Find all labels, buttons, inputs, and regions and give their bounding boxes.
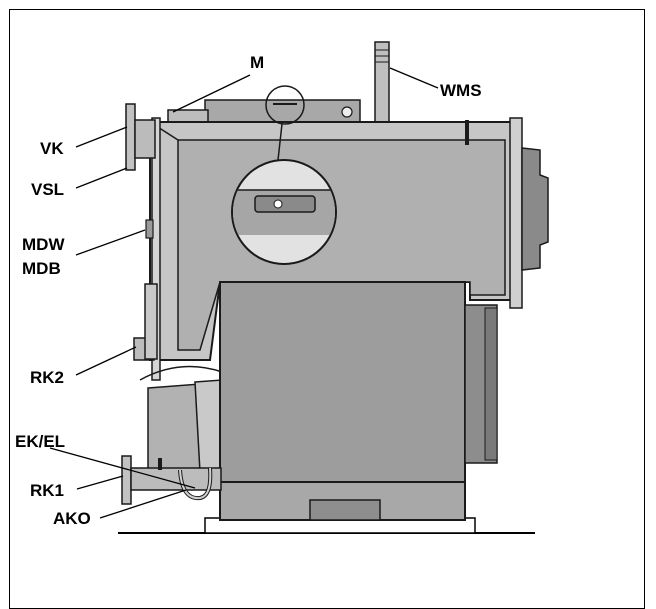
zoom-detail <box>231 159 337 265</box>
lower-left-housing <box>144 283 158 360</box>
lock-icon <box>341 106 353 118</box>
label-rk1: RK1 <box>30 481 64 500</box>
label-ek-el: EK/EL <box>15 432 65 451</box>
label-vk: VK <box>40 139 64 158</box>
base-handle <box>309 499 381 521</box>
leader-lines <box>49 67 439 519</box>
wms-sensor-rod <box>374 41 390 125</box>
label-vsl: VSL <box>31 180 64 199</box>
label-mdb: MDB <box>22 259 61 278</box>
right-flange <box>509 117 523 309</box>
burner-block-2 <box>194 379 223 473</box>
vk-pipe <box>134 119 156 159</box>
label-mdw: MDW <box>22 235 65 254</box>
vk-flange <box>125 103 136 171</box>
boiler-diagram: M WMS VK VSL MDW MDB RK2 EK/EL RK1 AKO <box>15 41 549 534</box>
label-rk2: RK2 <box>30 368 64 387</box>
mdw-switch <box>145 219 154 239</box>
rk1-pipe <box>130 467 222 491</box>
burner-arc <box>139 365 223 381</box>
rk1-flange <box>121 455 132 505</box>
front-casing <box>219 281 466 483</box>
right-end-cap <box>521 147 549 271</box>
label-m: M <box>250 53 264 72</box>
label-wms: WMS <box>440 81 482 100</box>
zoom-source-circle <box>265 85 305 125</box>
label-ako: AKO <box>53 509 91 528</box>
front-plate <box>151 117 161 381</box>
